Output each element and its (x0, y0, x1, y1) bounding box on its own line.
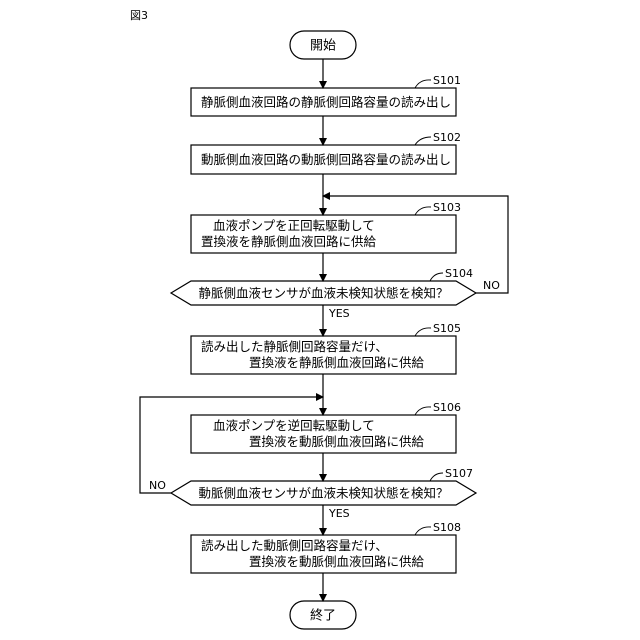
decision-s104: 静脈側血液センサが血液未検知状態を検知？ S104 NO YES (171, 267, 500, 320)
s105-text-line1: 読み出した静脈側回路容量だけ、 (201, 339, 388, 354)
process-s103: 血液ポンプを正回転駆動して 置換液を静脈側血液回路に供給 S103 (191, 201, 461, 253)
s103-text-line1: 血液ポンプを正回転駆動して (213, 218, 375, 233)
s102-text: 動脈側血液回路の動脈側回路容量の読み出し (201, 152, 451, 167)
process-s101: 静脈側血液回路の静脈側回路容量の読み出し S101 (191, 74, 461, 116)
s108-label: S108 (433, 521, 461, 534)
process-s108: 読み出した動脈側回路容量だけ、 置換液を動脈側血液回路に供給 S108 (191, 521, 461, 573)
s104-yes-label: YES (328, 307, 350, 320)
s107-no-label: NO (149, 479, 166, 492)
figure-label: 図3 (130, 9, 148, 22)
decision-s107: 動脈側血液センサが血液未検知状態を検知？ S107 NO YES (149, 467, 476, 520)
s104-text: 静脈側血液センサが血液未検知状態を検知？ (198, 286, 448, 301)
s101-label: S101 (433, 74, 461, 87)
s108-text-line1: 読み出した動脈側回路容量だけ、 (201, 538, 388, 553)
s106-text-line2: 置換液を動脈側血液回路に供給 (249, 434, 425, 449)
s108-text-line2: 置換液を動脈側血液回路に供給 (249, 554, 425, 569)
s104-label: S104 (445, 267, 473, 280)
s103-label: S103 (433, 201, 461, 214)
s104-no-label: NO (483, 279, 500, 292)
process-s105: 読み出した静脈側回路容量だけ、 置換液を静脈側血液回路に供給 S105 (191, 322, 461, 374)
start-label: 開始 (310, 39, 336, 54)
s105-label: S105 (433, 322, 461, 335)
process-s102: 動脈側血液回路の動脈側回路容量の読み出し S102 (191, 131, 461, 174)
process-s106: 血液ポンプを逆回転駆動して 置換液を動脈側血液回路に供給 S106 (191, 401, 461, 453)
s102-label: S102 (433, 131, 461, 144)
s107-yes-label: YES (328, 507, 350, 520)
s103-text-line2: 置換液を静脈側血液回路に供給 (201, 234, 377, 249)
end-terminal: 終了 (290, 601, 356, 629)
end-label: 終了 (310, 608, 336, 624)
s105-text-line2: 置換液を静脈側血液回路に供給 (249, 355, 425, 370)
s107-text: 動脈側血液センサが血液未検知状態を検知？ (198, 486, 448, 501)
s106-text-line1: 血液ポンプを逆回転駆動して (213, 418, 375, 433)
s101-text: 静脈側血液回路の静脈側回路容量の読み出し (201, 95, 451, 110)
s107-label: S107 (445, 467, 473, 480)
start-terminal: 開始 (290, 31, 356, 59)
s106-label: S106 (433, 401, 461, 414)
